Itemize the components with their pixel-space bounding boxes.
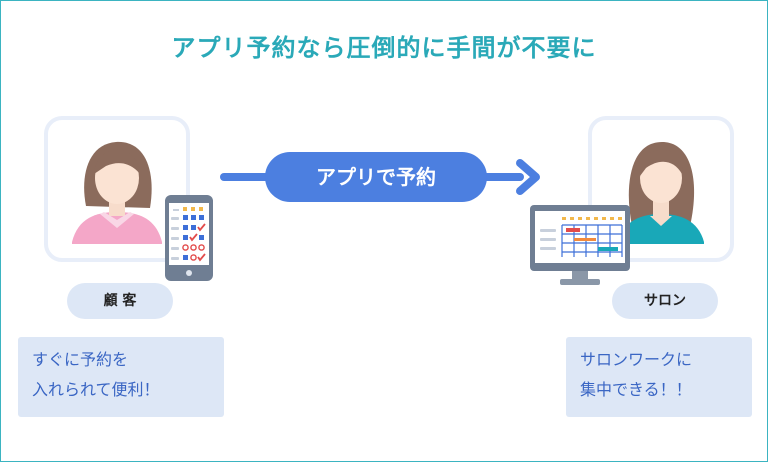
salon-note-line1: サロンワークに [580, 350, 693, 369]
salon-label: サロン [612, 283, 718, 319]
smartphone-icon [165, 195, 213, 281]
salon-note: サロンワークに 集中できる！！ [566, 337, 752, 417]
customer-note: すぐに予約を 入れられて便利！ [18, 337, 224, 417]
salon-staff-avatar-icon [618, 142, 704, 244]
monitor-schedule-icon [530, 205, 630, 285]
customer-note-line2: 入れられて便利！ [32, 380, 160, 399]
arrow-label: アプリで予約 [265, 152, 487, 202]
customer-note-line1: すぐに予約を [32, 350, 129, 369]
customer-avatar-icon [72, 141, 162, 244]
diagram-title: アプリ予約なら圧倒的に手間が不要に [171, 34, 597, 62]
salon-note-line2: 集中できる！！ [580, 380, 692, 399]
customer-label: 顧 客 [67, 283, 173, 319]
